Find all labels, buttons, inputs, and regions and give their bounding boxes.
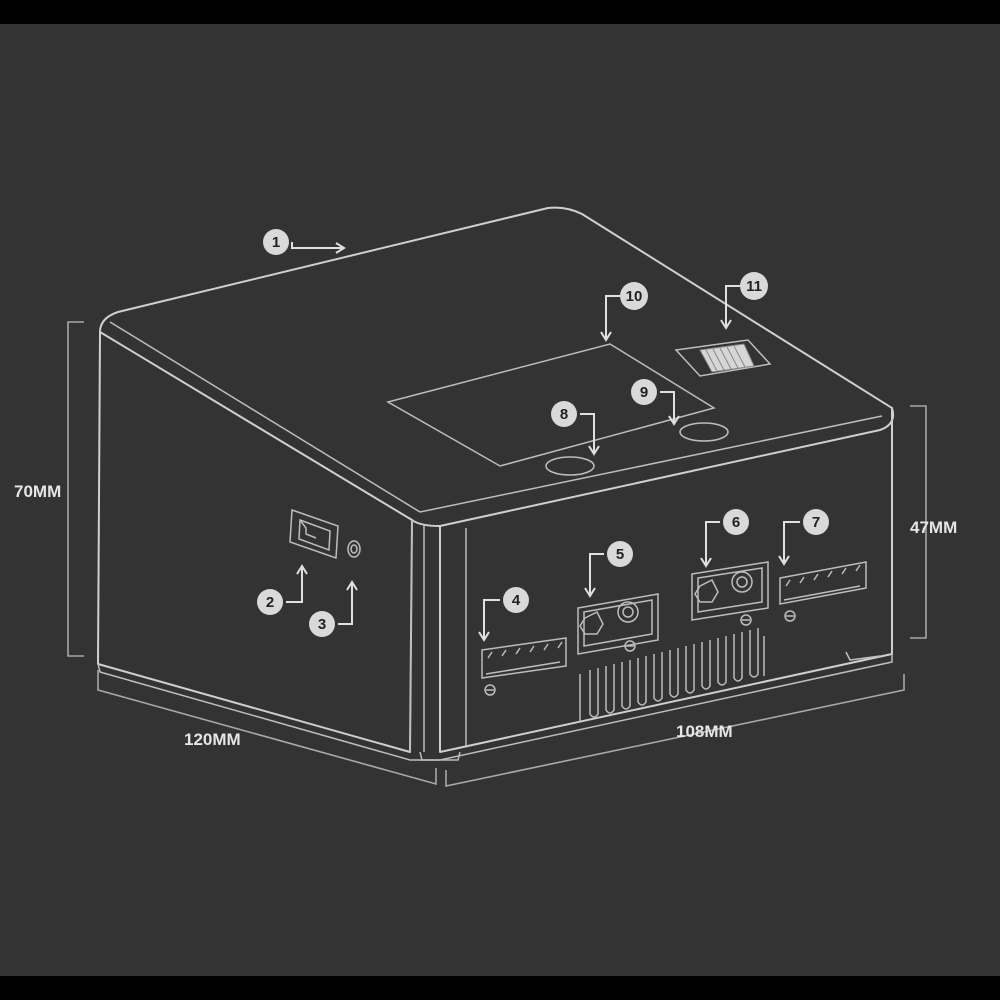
dim-label-width-left: 120MM <box>184 730 241 749</box>
dimension-lines <box>67 321 927 787</box>
svg-text:10: 10 <box>626 288 643 305</box>
svg-text:7: 7 <box>812 514 820 531</box>
dim-line-120mm <box>97 670 437 786</box>
svg-text:5: 5 <box>616 546 624 563</box>
diagram-background <box>0 24 1000 976</box>
svg-text:6: 6 <box>732 514 740 531</box>
callout-badge-9: 9 <box>631 379 657 405</box>
balance-port-7 <box>779 561 867 622</box>
callout-badge-5: 5 <box>607 541 633 567</box>
corner-edge <box>409 519 413 753</box>
callout-badge-10: 10 <box>620 282 648 310</box>
svg-text:11: 11 <box>746 278 762 295</box>
top-face <box>99 206 895 527</box>
dim-label-width-right: 108MM <box>676 722 733 741</box>
top-bevel <box>109 321 883 513</box>
dim-line-47mm <box>910 405 927 639</box>
button-8 <box>545 456 595 476</box>
front-face <box>439 407 893 753</box>
device-body <box>97 206 895 761</box>
svg-text:3: 3 <box>318 616 326 633</box>
dim-label-height-left: 70MM <box>14 482 61 501</box>
callout-badge-3: 3 <box>309 611 335 637</box>
display-screen <box>386 343 716 467</box>
dim-line-108mm <box>445 674 905 787</box>
callout-badge-1: 1 <box>263 229 289 255</box>
svg-text:2: 2 <box>266 594 274 611</box>
button-9 <box>679 422 729 442</box>
callout-badge-4: 4 <box>503 587 529 613</box>
xt60-port-5 <box>577 593 659 655</box>
callout-badge-7: 7 <box>803 509 829 535</box>
balance-port-4 <box>481 637 567 696</box>
dim-label-height-right: 47MM <box>910 518 957 537</box>
foot-front <box>419 751 461 761</box>
left-face <box>97 331 413 753</box>
scroll-wheel <box>674 339 772 377</box>
svg-text:4: 4 <box>512 592 521 609</box>
callout-badge-11: 11 <box>740 272 768 300</box>
xt60-port-6 <box>691 561 769 626</box>
callout-badge-6: 6 <box>723 509 749 535</box>
callout-badge-8: 8 <box>551 401 577 427</box>
svg-text:1: 1 <box>272 234 280 251</box>
dim-line-70mm <box>67 321 84 657</box>
foot-right <box>845 651 881 661</box>
reset-pinhole <box>347 540 361 558</box>
callout-badge-2: 2 <box>257 589 283 615</box>
svg-text:8: 8 <box>560 406 568 423</box>
vent-grille <box>579 628 765 722</box>
callout-arrows <box>286 242 800 642</box>
usb-port <box>289 508 339 560</box>
svg-text:9: 9 <box>640 384 648 401</box>
